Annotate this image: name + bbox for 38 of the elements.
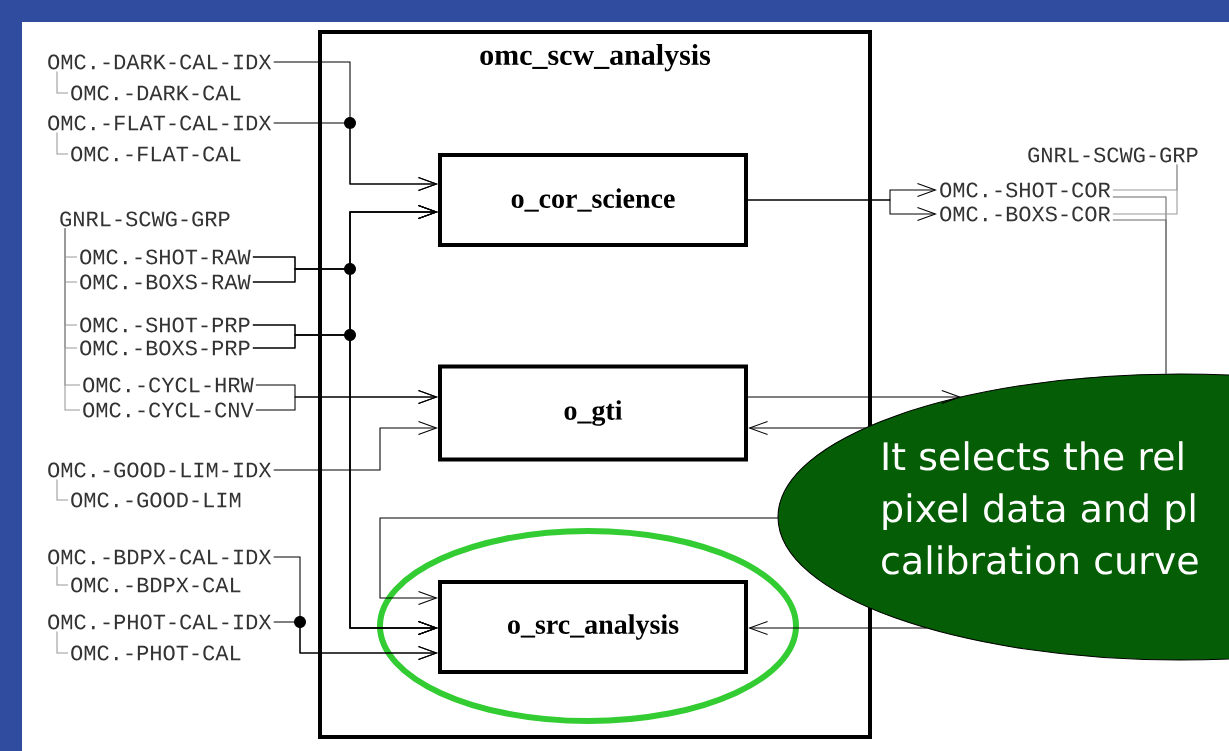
arrow [747, 389, 962, 404]
file-name: OMC.-GOOD-LIM [71, 492, 241, 508]
file-name: OMC.-SHOT-RAW [80, 249, 251, 265]
arrow [748, 620, 928, 636]
file-name: OMC.-BOXS-COR [940, 206, 1111, 222]
arrow [273, 122, 438, 191]
file-name: GNRL-SCWG-GRP [1028, 147, 1198, 163]
arrow [748, 420, 866, 435]
file-name: OMC.-BDPX-CAL [71, 577, 241, 593]
file-name: OMC.-BOXS-PRP [80, 340, 250, 356]
file-name: GNRL-SCWG-GRP [60, 211, 230, 227]
arrow [747, 199, 937, 221]
file-name: OMC.-SHOT-COR [940, 182, 1111, 198]
file-name: OMC.-DARK-CAL [71, 85, 241, 101]
connector-line [56, 566, 69, 586]
process-box: o_cor_science [438, 153, 748, 247]
connector-line [56, 71, 69, 94]
file-name: OMC.-SHOT-PRP [80, 317, 250, 333]
arrow [379, 517, 779, 606]
file-name: OMC.-FLAT-CAL-IDX [48, 115, 272, 131]
connector-line [56, 132, 69, 155]
arrow [255, 389, 438, 411]
file-name: OMC.-CYCL-CNV [83, 402, 254, 418]
file-name: OMC.-PHOT-CAL-IDX [48, 614, 272, 630]
file-name: OMC.-BOXS-RAW [80, 274, 251, 290]
file-name: OMC.-GOOD-LIM-IDX [48, 462, 272, 478]
connector-line [56, 479, 69, 501]
arrow [273, 420, 438, 471]
process-box: o_src_analysis [438, 580, 748, 674]
arrow [273, 621, 438, 660]
file-name: OMC.-FLAT-CAL [71, 146, 241, 162]
connector-line [56, 631, 69, 654]
file-name: OMC.-CYCL-HRW [83, 377, 254, 393]
file-name: OMC.-BDPX-CAL-IDX [48, 549, 272, 565]
file-name: OMC.-DARK-CAL-IDX [48, 54, 272, 70]
file-name: OMC.-PHOT-CAL [71, 645, 241, 661]
process-box: o_gti [438, 364, 748, 462]
connector-line [1112, 164, 1178, 215]
